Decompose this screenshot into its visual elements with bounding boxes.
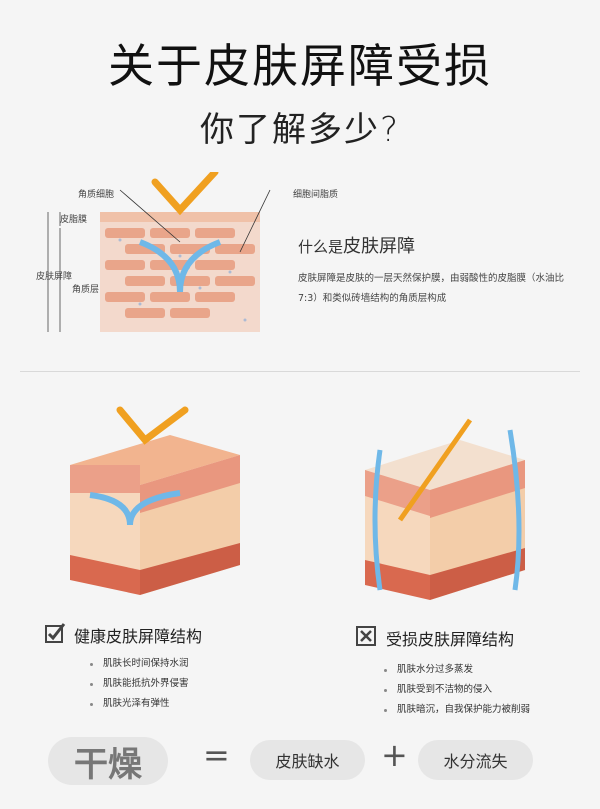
page-title: 关于皮肤屏障受损	[108, 39, 492, 93]
equals-sign: =	[203, 736, 230, 774]
healthy-bullets: 肌肤长时间保持水润 肌肤能抵抗外界侵害 肌肤光泽有弹性	[90, 654, 189, 714]
plus-sign: +	[381, 736, 408, 774]
label-skin-barrier: 皮肤屏障	[36, 272, 73, 282]
section-divider	[20, 371, 580, 372]
page-subtitle: 你了解多少?	[199, 110, 401, 150]
list-item: 肌肤能抵抗外界侵害	[90, 674, 189, 694]
damaged-bullets: 肌肤水分过多蒸发 肌肤受到不洁物的侵入 肌肤暗沉，自我保护能力被削弱	[384, 660, 530, 720]
healthy-skin-cube	[70, 406, 240, 595]
damaged-skin-cube	[365, 418, 525, 600]
equation-dry-pill: 干燥	[48, 737, 168, 785]
list-item: 肌肤受到不洁物的侵入	[384, 680, 530, 700]
label-stratum-corneum: 角质层	[72, 285, 100, 295]
list-item: 肌肤水分过多蒸发	[384, 660, 530, 680]
equation-term2-pill: 水分流失	[418, 740, 533, 780]
list-item: 肌肤暗沉，自我保护能力被削弱	[384, 700, 530, 720]
label-intercellular-lipid: 细胞间脂质	[293, 190, 339, 200]
label-sebum-membrane: 皮脂膜	[60, 215, 88, 225]
equation-term1-pill: 皮肤缺水	[250, 740, 365, 780]
list-item: 肌肤光泽有弹性	[90, 694, 189, 714]
skin-barrier-diagram	[47, 172, 271, 332]
damaged-title: 受损皮肤屏障结构	[386, 630, 515, 649]
what-is-description: 皮肤屏障是皮肤的一层天然保护膜，由弱酸性的皮脂膜（水油比7:3）和类似砖墙结构的…	[298, 273, 565, 304]
healthy-title: 健康皮肤屏障结构	[74, 627, 203, 646]
list-item: 肌肤长时间保持水润	[90, 654, 189, 674]
cross-box-icon	[356, 626, 376, 646]
check-box-icon	[45, 623, 66, 643]
label-keratinocyte: 角质细胞	[78, 190, 115, 200]
what-is-title: 什么是皮肤屏障	[298, 236, 416, 257]
